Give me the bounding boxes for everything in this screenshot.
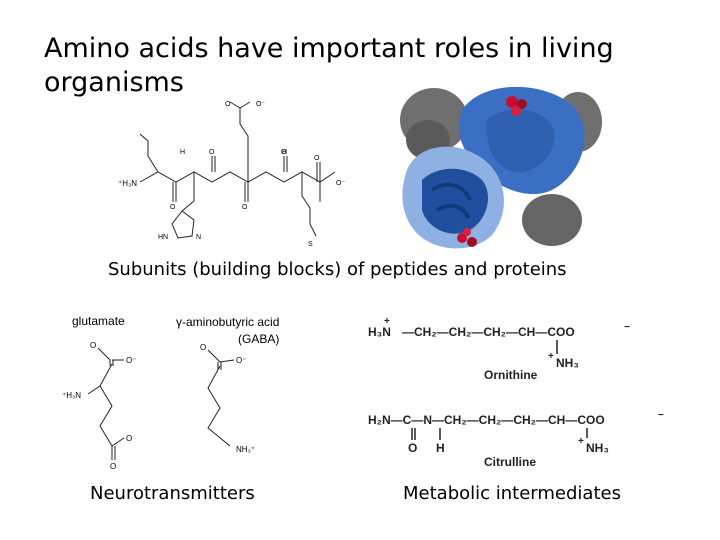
ligand-red-5 [467,237,477,247]
glutamate-label: glutamate [72,314,125,328]
peptide-n-terminus: ⁺H₃N [118,179,137,188]
glutamate-structure: O O⁻ ⁺H₃N O O [62,341,136,471]
gaba-label-line1: γ-aminobutyric acid [176,315,280,329]
peptide-hydrogen-1: H [180,149,185,156]
svg-text:−: − [658,410,664,421]
gaba-o-top: O [200,343,206,352]
glutamate-amine: ⁺H₃N [62,391,81,400]
svg-text:—CH₂—CH₂—CH₂—CH—COO: —CH₂—CH₂—CH₂—CH—COO [402,325,575,339]
gaba-amine: NH₃⁺ [236,445,255,454]
gaba-structure: O O⁻ NH₃⁺ [200,343,255,454]
peptide-carboxylate-top: O⁻ [256,101,265,108]
svg-text:NH₃: NH₃ [586,441,609,455]
svg-text:H₃N: H₃N [368,325,391,339]
metabolic-intermediates-caption: Metabolic intermediates [403,483,621,504]
peptide-oxygen-1: O [225,101,231,108]
svg-text:−: − [624,322,630,333]
ornithine-structure: H₃N + —CH₂—CH₂—CH₂—CH—COO − NH₃ + Ornith… [368,316,630,382]
peptide-oxygen-6: O [242,204,248,211]
glutamate-o-minus-top: O⁻ [126,356,136,365]
peptide-imidazole-hn: HN [158,234,168,241]
ligand-red-4 [457,233,467,243]
peptide-oxygen-2: O [209,149,215,156]
svg-text:+: + [578,436,584,447]
neurotransmitters-caption: Neurotransmitters [90,483,255,504]
citrulline-structure: H₂N—C—N—CH₂—CH₂—CH₂—CH—COO − O H NH₃ + C… [368,410,664,469]
peptide-hydrogen-2: H [282,149,287,156]
gaba-label: γ-aminobutyric acid (GABA) [176,314,279,348]
gaba-label-line2: (GABA) [238,332,280,346]
slide-title: Amino acids have important roles in livi… [44,33,614,98]
ligand-red-1 [506,96,518,108]
svg-text:+: + [384,316,390,327]
peptide-oxygen-4: O [314,155,320,162]
peptide-carboxylate-right: O⁻ [336,180,345,187]
svg-text:NH₃: NH₃ [556,356,579,370]
glutamate-o-lowest: O [110,462,116,471]
peptide-sulfur: S [308,241,313,248]
glutamate-o-bottom: O [126,434,132,443]
ligand-red-6 [463,228,471,236]
ligand-red-3 [511,106,521,116]
protein-structure-image [400,86,602,249]
ornithine-name: Ornithine [484,368,538,382]
peptide-oxygen-3: O [281,149,287,156]
gaba-o-right: O⁻ [236,356,246,365]
citrulline-name: Citrulline [484,455,536,469]
subunits-caption: Subunits (building blocks) of peptides a… [108,259,567,280]
glutamate-o-top: O [90,341,96,350]
ligand-red-2 [517,99,527,109]
svg-text:+: + [548,351,554,362]
peptide-oxygen-5: O [170,204,176,211]
svg-text:H: H [436,441,445,455]
peptide-structure-diagram: ⁺H₃N O⁻ O⁻ O O O O O O H H S HN N [118,101,345,248]
svg-text:O: O [408,441,417,455]
svg-text:H₂N—C—N—CH₂—CH₂—CH₂—CH—COO: H₂N—C—N—CH₂—CH₂—CH₂—CH—COO [368,413,605,427]
peptide-imidazole-n: N [196,234,201,241]
